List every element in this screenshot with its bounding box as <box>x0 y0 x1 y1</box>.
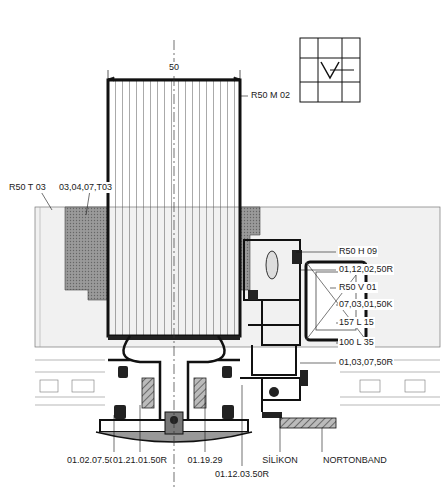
callout-label: 07,03,01,50K <box>338 299 394 310</box>
callout-label: 01.21.01.50R <box>112 455 168 466</box>
callout-label: 01.19.29 <box>186 455 223 466</box>
callout-label: 157 L 15 <box>338 317 375 328</box>
callout-label: 01,12,02,50R <box>338 264 394 275</box>
callout-label: NORTONBAND <box>322 455 388 466</box>
callout-label: R50 T 03 <box>8 182 47 193</box>
callout-label: 01,03,07,50R <box>338 357 394 368</box>
callout-label: R50 M 02 <box>250 90 291 101</box>
callout-label: 01.12.03.50R <box>214 469 270 480</box>
dimension-label: 50 <box>168 62 180 73</box>
callout-label: SİLİKON <box>261 455 299 466</box>
callout-label: 100 L 35 <box>338 337 375 348</box>
callout-label: R50 V 01 <box>338 282 378 293</box>
callout-label: R50 H 09 <box>338 246 378 257</box>
callout-label: 03,04,07,T03 <box>58 182 113 193</box>
